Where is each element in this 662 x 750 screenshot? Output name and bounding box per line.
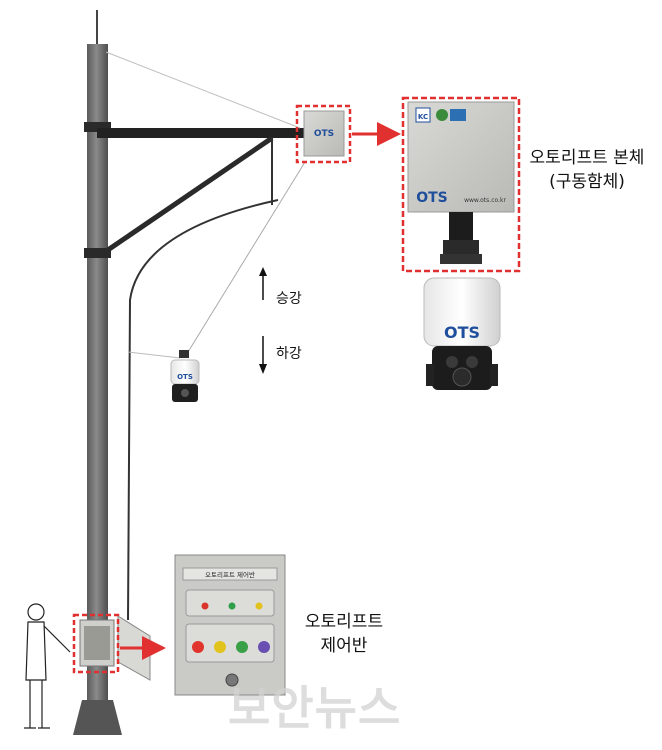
camera-small: OTS: [170, 350, 200, 402]
highlight-box-control: [72, 613, 120, 674]
control-button: [258, 641, 270, 653]
worker-figure: [24, 603, 71, 729]
brand-logo: OTS: [416, 190, 448, 206]
pole: [73, 10, 122, 735]
down-arrow: [259, 336, 267, 374]
status-lamp: [201, 602, 209, 610]
label-control-panel: 오토리프트 제어반: [296, 610, 392, 658]
control-panel-title: 오토리프트 제어반: [205, 570, 255, 579]
watermark: 보안뉴스: [228, 681, 402, 735]
label-control-line1: 오토리프트: [304, 612, 384, 632]
label-control-line2: 제어반: [320, 636, 368, 656]
label-lift-body-line2: (구동함체): [549, 172, 625, 192]
control-button: [192, 641, 204, 653]
lift-body-small: OTS: [303, 110, 345, 157]
lift-body-large: KC OTS www.ots.co.kr: [407, 101, 515, 264]
control-button: [214, 641, 226, 653]
brand-url: www.ots.co.kr: [464, 197, 506, 204]
status-lamps: [201, 602, 263, 610]
kc-mark: KC: [418, 113, 428, 121]
pole-arm: [97, 51, 307, 257]
label-lift-body-line1: 오토리프트 본체: [529, 148, 645, 168]
label-up: 승강: [276, 291, 302, 307]
highlight-box-large: [401, 96, 521, 273]
up-arrow: [259, 267, 267, 300]
svg-text:OTS: OTS: [314, 129, 334, 139]
camera-large: OTS: [423, 277, 501, 390]
cable: [127, 161, 306, 621]
status-lamp: [255, 602, 263, 610]
svg-text:OTS: OTS: [177, 373, 193, 381]
control-button: [236, 641, 248, 653]
label-down: 하강: [276, 346, 302, 362]
highlight-box-small: [295, 104, 352, 164]
control-panel-large: 오토리프트 제어반: [174, 554, 286, 696]
camera-logo: OTS: [444, 323, 480, 342]
status-lamp: [228, 602, 236, 610]
key-switch: [225, 673, 239, 687]
control-buttons: [192, 641, 270, 653]
label-lift-body: 오토리프트 본체 (구동함체): [518, 146, 656, 194]
